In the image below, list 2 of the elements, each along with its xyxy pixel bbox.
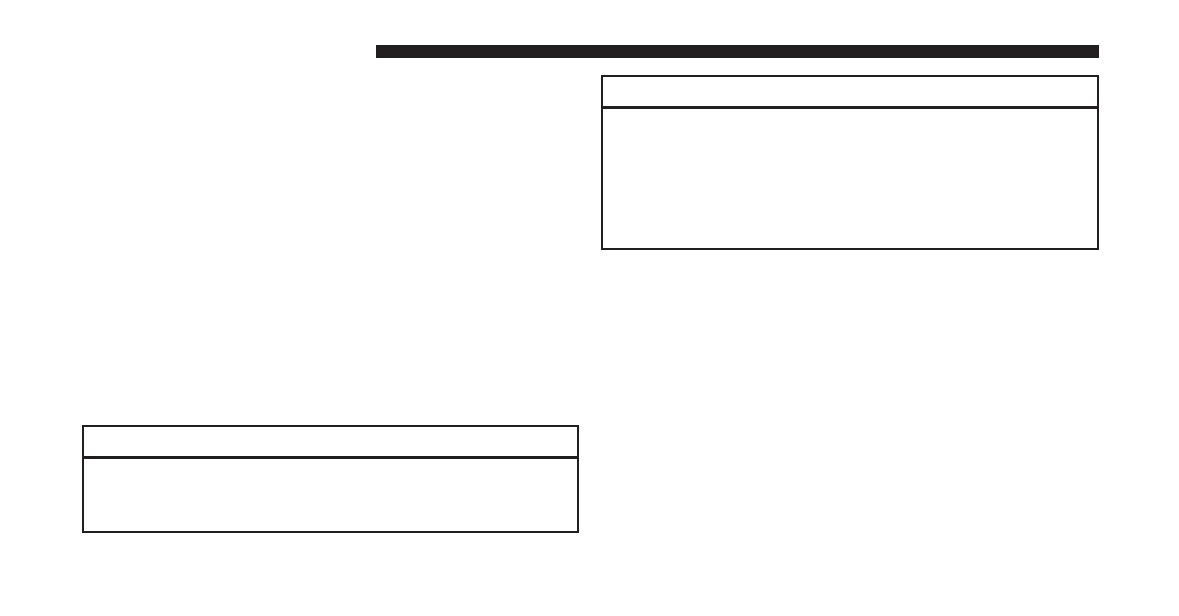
table-box <box>601 75 1099 250</box>
table-box <box>82 425 579 533</box>
